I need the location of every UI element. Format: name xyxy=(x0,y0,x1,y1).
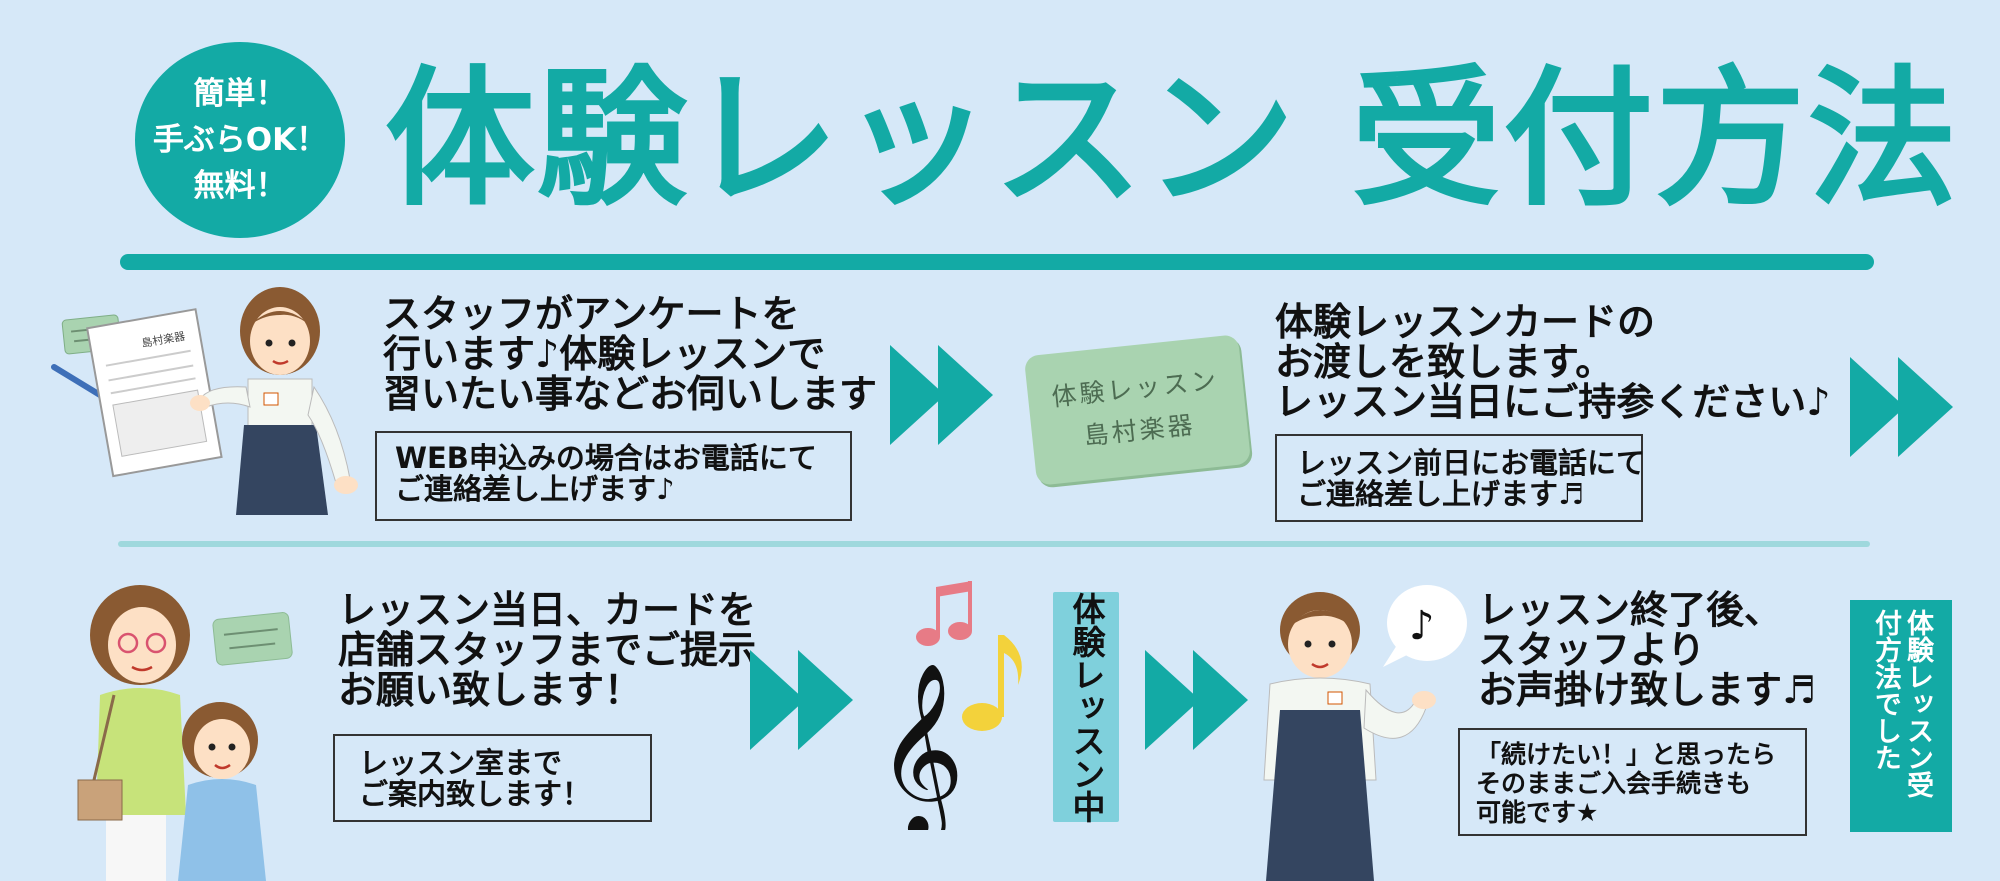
page-title: 体験レッスン 受付方法 xyxy=(385,53,1960,227)
step1-text: スタッフがアンケートを 行います♪体験レッスンで 習いたい事などお伺いします xyxy=(383,294,877,414)
step3-note-line-2: ご案内致します！ xyxy=(359,777,592,811)
in-lesson-text: 体験レッスン中 xyxy=(1067,591,1106,823)
step5-note-line-1: 「続けたい！」と思ったら xyxy=(1476,740,1777,769)
double-arrow-icon xyxy=(1145,650,1248,750)
step5-line-1: レッスン終了後、 xyxy=(1478,588,1783,632)
music-note-icon xyxy=(916,581,972,646)
step1-note: WEB申込みの場合はお電話にて ご連絡差し上げます♪ xyxy=(375,431,852,521)
music-note-icon xyxy=(962,635,1022,731)
header-divider xyxy=(120,254,1874,270)
speech-bubble-icon: ♪ xyxy=(1383,585,1467,667)
step2-line-2: お渡しを致します。 xyxy=(1275,340,1614,384)
step2-line-1: 体験レッスンカードの xyxy=(1275,300,1656,344)
customer-illustration xyxy=(77,585,293,881)
step3-line-2: 店舗スタッフまでご提示 xyxy=(338,628,757,672)
treble-clef-icon: 𝄞 xyxy=(876,662,965,830)
step3-note-line-1: レッスン室まで xyxy=(359,746,563,780)
step5-note: 「続けたい！」と思ったら そのままご入会手続きも 可能です★ xyxy=(1458,728,1807,836)
badge-line-1: 簡単！ xyxy=(193,76,287,112)
step1-line-3: 習いたい事などお伺いします xyxy=(383,372,878,416)
double-arrow-icon xyxy=(890,345,993,445)
step5-note-line-2: そのままご入会手続きも xyxy=(1476,769,1752,798)
step3-note: レッスン室まで ご案内致します！ xyxy=(333,734,652,822)
step1-note-line-2: ご連絡差し上げます♪ xyxy=(395,472,675,506)
staff-man-illustration xyxy=(1263,592,1436,881)
step1-line-1: スタッフがアンケートを xyxy=(383,292,800,336)
step3-line-1: レッスン当日、カードを xyxy=(338,588,757,632)
step2-note: レッスン前日にお電話にて ご連絡差し上げます♬ xyxy=(1275,434,1646,522)
step1-line-2: 行います♪体験レッスンで xyxy=(383,332,826,376)
step2-note-line-1: レッスン前日にお電話にて xyxy=(1297,446,1646,480)
double-arrow-icon xyxy=(750,650,853,750)
step2-text: 体験レッスンカードの お渡しを致します。 レッスン当日にご持参ください♪ xyxy=(1275,302,1831,422)
staff-woman-illustration: 島村楽器 xyxy=(51,287,358,515)
double-arrow-icon xyxy=(1850,357,1953,457)
closing-label: 体験レッスン受付方法でした xyxy=(1850,600,1952,832)
step5-note-line-3: 可能です★ xyxy=(1476,798,1599,827)
step5-line-3: お声掛け致します♬ xyxy=(1478,668,1817,712)
row-divider xyxy=(118,541,1870,547)
step2-line-3: レッスン当日にご持参ください♪ xyxy=(1275,380,1831,424)
badge-circle: 簡単！ 手ぶらOK！ 無料！ xyxy=(135,42,345,238)
badge-line-3: 無料！ xyxy=(193,168,287,204)
in-lesson-label: 体験レッスン中 xyxy=(1053,591,1119,823)
bubble-note: ♪ xyxy=(1409,603,1435,649)
step5-line-2: スタッフより xyxy=(1478,628,1706,672)
music-illustration: 𝄞 xyxy=(876,581,1022,830)
closing-text: 体験レッスン受付方法でした xyxy=(1870,609,1933,798)
lesson-card: 体験レッスン 島村楽器 xyxy=(1023,334,1252,486)
badge-line-2: 手ぶらOK！ xyxy=(152,122,328,158)
step2-note-line-2: ご連絡差し上げます♬ xyxy=(1297,477,1584,511)
step3-line-3: お願い致します！ xyxy=(338,668,643,712)
step3-text: レッスン当日、カードを 店舗スタッフまでご提示 お願い致します！ xyxy=(338,590,756,710)
step5-text: レッスン終了後、 スタッフより お声掛け致します♬ xyxy=(1478,590,1816,710)
step1-note-line-1: WEB申込みの場合はお電話にて xyxy=(395,441,817,475)
